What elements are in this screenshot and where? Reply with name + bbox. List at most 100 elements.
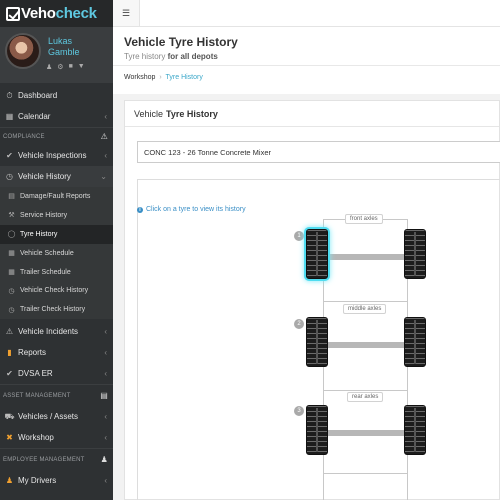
sub-item-tyre-history[interactable]: ◯ Tyre History [0, 224, 113, 244]
panel-title-bold: Tyre History [166, 108, 218, 119]
axle-label-front: front axles [345, 214, 383, 224]
chevron-left-icon: ‹ [104, 412, 107, 422]
axle-label-middle: middle axles [343, 304, 387, 314]
check-icon: ✔ [6, 151, 13, 160]
nav-my-drivers[interactable]: ♟ My Drivers ‹ [0, 470, 113, 491]
user-icon[interactable]: ♟ [46, 64, 53, 71]
calendar-icon: ▦ [5, 112, 14, 121]
users-icon: ♟ [5, 476, 14, 486]
avatar[interactable] [5, 33, 41, 69]
filter-icon[interactable]: ▼ [77, 63, 85, 70]
sub-item-vehicle-schedule[interactable]: ▦ Vehicle Schedule [0, 243, 113, 263]
truck-icon: ⛟ [4, 411, 15, 421]
bar-chart-icon: ▮ [7, 348, 12, 358]
tyre-middle-left[interactable] [306, 317, 328, 367]
nav-reports[interactable]: ▮ Reports ‹ [0, 342, 113, 363]
chevron-left-icon: ‹ [104, 476, 107, 486]
nav-vehicle-inspections[interactable]: ✔ Vehicle Inspections ‹ [0, 145, 113, 166]
vehicle-select[interactable]: CONC 123 - 26 Tonne Concrete Mixer [137, 141, 500, 163]
tyre-rear-right[interactable] [404, 405, 426, 455]
section-label: COMPLIANCE [3, 133, 45, 140]
breadcrumb: Workshop › Tyre History [124, 74, 203, 81]
warning-icon: ⚠ [5, 327, 14, 337]
breadcrumb-tyre-history[interactable]: Tyre History [165, 74, 203, 81]
nav-dashboard[interactable]: ⏱ Dashboard [0, 85, 113, 106]
panel-header: Vehicle Tyre History [125, 101, 499, 127]
section-asset-management: ASSET MANAGEMENT ▤ [0, 384, 113, 406]
page-subtitle: Tyre history for all depots [124, 52, 218, 61]
nav-label: Vehicle History [18, 172, 71, 181]
check-icon: ✔ [6, 369, 13, 379]
nav-calendar[interactable]: ▦ Calendar ‹ [0, 106, 113, 127]
sub-item-trailer-check-history[interactable]: ◷ Trailer Check History [0, 300, 113, 320]
sub-item-damage-fault-reports[interactable]: ▤ Damage/Fault Reports [0, 187, 113, 206]
tyre-front-left[interactable] [306, 229, 328, 279]
section-employee-management: EMPLOYEE MANAGEMENT ♟ [0, 448, 113, 470]
menu-toggle-button[interactable]: ☰ [113, 0, 140, 27]
sub-item-vehicle-check-history[interactable]: ◷ Vehicle Check History [0, 281, 113, 301]
chevron-left-icon: ‹ [104, 369, 107, 379]
tyre-history-panel: Vehicle Tyre History CONC 123 - 26 Tonne… [124, 100, 500, 500]
top-bar [140, 0, 500, 27]
vehicle-select-value: CONC 123 - 26 Tonne Concrete Mixer [144, 147, 272, 157]
axle-number-3: 3 [294, 406, 304, 416]
warning-icon: ⚠ [100, 132, 108, 141]
breadcrumb-separator: › [159, 74, 162, 81]
hint-text: Click on a tyre to view its history [146, 206, 246, 213]
nav-label: Reports [18, 348, 47, 358]
table-icon: ▦ [8, 269, 15, 276]
nav-label: Vehicle Inspections [18, 151, 87, 160]
tools-icon: ✖ [6, 433, 13, 443]
page-title: Vehicle Tyre History [124, 35, 238, 49]
axle-divider [323, 301, 408, 302]
nav-vehicle-incidents[interactable]: ⚠ Vehicle Incidents ‹ [0, 321, 113, 342]
nav-label: Vehicles / Assets [18, 412, 79, 422]
gear-icon[interactable]: ⚙ [57, 64, 64, 71]
divider [113, 65, 500, 66]
nav-dvsa-er[interactable]: ✔ DVSA ER ‹ [0, 363, 113, 384]
breadcrumb-workshop[interactable]: Workshop [124, 74, 156, 81]
sub-item-label: Vehicle Schedule [20, 249, 74, 257]
section-label: ASSET MANAGEMENT [3, 392, 71, 399]
tyre-icon: ◯ [7, 231, 16, 239]
nav-label: My Drivers [18, 476, 57, 486]
chevron-left-icon: ‹ [104, 112, 107, 121]
tyre-rear-left[interactable] [306, 405, 328, 455]
tyre-middle-right[interactable] [404, 317, 426, 367]
chevron-left-icon: ‹ [104, 151, 107, 160]
nav-workshop[interactable]: ✖ Workshop ‹ [0, 427, 113, 448]
axle-divider [323, 390, 408, 391]
sub-item-label: Trailer Check History [20, 306, 86, 314]
sub-item-label: Tyre History [20, 230, 58, 238]
nav-vehicles-assets[interactable]: ⛟ Vehicles / Assets ‹ [0, 406, 113, 427]
axle-divider [323, 473, 408, 474]
clock-icon: ◷ [8, 306, 15, 314]
axle-bar-rear [325, 430, 405, 436]
sub-item-label: Trailer Schedule [20, 268, 71, 276]
nav-label: Vehicle Incidents [18, 327, 79, 337]
table-icon: ▦ [8, 250, 15, 258]
subtitle-prefix: Tyre history [124, 52, 166, 61]
hamburger-icon: ☰ [121, 7, 131, 18]
user-first-name: Lukas [48, 36, 73, 46]
chevron-left-icon: ‹ [104, 348, 107, 358]
check-logo-icon [6, 6, 20, 21]
info-icon: i [137, 206, 143, 213]
axle-bar-middle [325, 342, 405, 348]
lock-icon[interactable]: ■ [68, 63, 73, 70]
tyre-front-right[interactable] [404, 229, 426, 279]
nav-label: Calendar [18, 112, 51, 121]
page-header: Vehicle Tyre History Tyre history for al… [113, 27, 500, 94]
subtitle-bold: for all depots [167, 52, 218, 61]
brand-name-part1: Veho [21, 5, 56, 22]
chevron-down-icon: ⌄ [100, 172, 107, 181]
section-compliance: COMPLIANCE ⚠ [0, 127, 113, 145]
sub-item-service-history[interactable]: ⚒ Service History [0, 205, 113, 225]
sub-item-trailer-schedule[interactable]: ▦ Trailer Schedule [0, 262, 113, 282]
section-label: EMPLOYEE MANAGEMENT [3, 456, 85, 463]
panel-title-prefix: Vehicle [134, 108, 164, 119]
nav-vehicle-history[interactable]: ◷ Vehicle History ⌄ [0, 166, 113, 187]
sub-item-label: Vehicle Check History [20, 287, 89, 295]
